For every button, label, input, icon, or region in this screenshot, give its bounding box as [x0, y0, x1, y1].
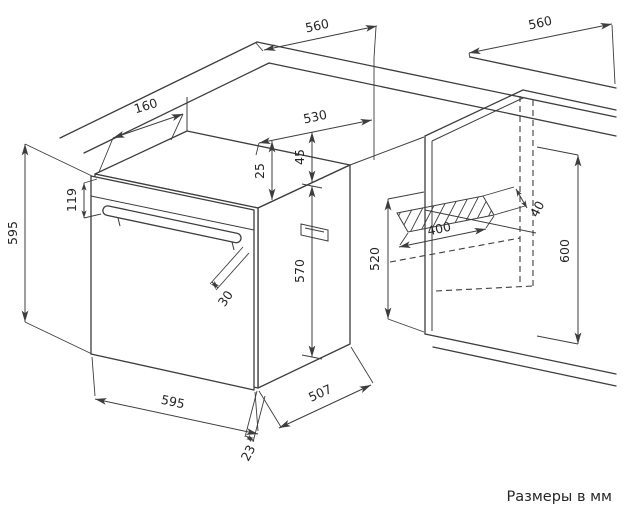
dim-door-offset-23: 23 — [238, 390, 266, 463]
dim-ext-line — [255, 142, 260, 156]
handle-bar — [102, 205, 242, 244]
dim-line — [398, 228, 487, 248]
dim-ext-line — [350, 346, 374, 384]
dim-label-560-top-left: 560 — [304, 16, 331, 36]
dim-label-25: 25 — [252, 163, 267, 179]
dim-ext-line — [91, 356, 96, 397]
dim-clearance-45: 45 — [292, 132, 316, 182]
dim-label-570: 570 — [292, 259, 307, 283]
dim-ext-line — [244, 390, 258, 438]
dim-ext-line — [387, 191, 425, 200]
dim-vent-depth-40: 40 — [482, 186, 548, 219]
dim-label-119: 119 — [64, 188, 79, 212]
wall-edge-line — [59, 41, 258, 139]
dim-ext-line — [468, 52, 471, 59]
counter-to-cabinet-edge — [349, 136, 425, 166]
handle-standoff — [231, 241, 235, 251]
cabinet-top-left-edge — [424, 89, 524, 137]
units-caption: Размеры в мм — [507, 489, 613, 505]
oven — [90, 130, 351, 391]
dim-line — [278, 384, 372, 429]
cabinet-top-edge — [522, 89, 617, 111]
dim-ext-line — [24, 143, 93, 177]
handle-standoff — [117, 217, 121, 227]
dim-ext-line — [98, 137, 114, 173]
dim-label-530: 530 — [302, 107, 329, 127]
dim-ext-line — [24, 321, 93, 355]
dim-label-45: 45 — [292, 149, 307, 165]
dim-counter-depth-560: 560 — [255, 16, 378, 59]
dim-clearance-25: 25 — [252, 141, 276, 200]
dim-handle-depth-30: 30 — [209, 246, 250, 310]
niche-hidden-edges — [389, 96, 534, 292]
dim-line — [245, 434, 255, 443]
niche-floor-edge — [424, 209, 537, 234]
dimensions: 560 560 160 530 25 45 — [5, 13, 616, 463]
dim-niche-front-520: 520 — [367, 191, 425, 333]
counter-back-edge-line — [268, 62, 617, 137]
oven-handle — [102, 205, 242, 251]
dim-label-507: 507 — [306, 381, 334, 405]
dim-label-560-top-right: 560 — [527, 13, 554, 33]
dim-line — [210, 280, 220, 290]
cabinet — [349, 56, 617, 387]
dim-ext-line — [255, 42, 264, 52]
dim-label-595-bottom: 595 — [160, 392, 186, 412]
dim-line — [112, 113, 184, 139]
dim-counter-width-560: 560 — [468, 13, 616, 85]
dim-label-160: 160 — [132, 95, 159, 116]
dim-vent-width-400: 400 — [398, 215, 495, 248]
dim-oven-height-595: 595 — [5, 143, 93, 355]
dim-label-520: 520 — [367, 247, 382, 271]
dim-ext-line — [215, 252, 250, 291]
dim-niche-height-600: 600 — [536, 146, 582, 345]
dim-ext-line — [399, 232, 409, 246]
dim-ext-line — [485, 215, 495, 229]
dim-top-inset-160: 160 — [98, 95, 184, 173]
cabinet-bottom-edge — [424, 333, 617, 375]
counter-front-edge — [469, 56, 617, 89]
dim-label-30: 30 — [215, 288, 236, 310]
dim-front-height-570: 570 — [292, 183, 323, 360]
dim-ext-line — [611, 24, 616, 85]
hidden-edge-line — [389, 237, 521, 263]
dim-ext-line — [536, 146, 579, 156]
side-bracket-outline — [300, 223, 329, 242]
niche-inner-top-edge — [431, 97, 524, 142]
wall-edge-line — [83, 62, 270, 154]
dim-ext-line — [83, 178, 98, 184]
dim-ext-line — [252, 395, 266, 443]
dim-ext-line — [536, 335, 579, 345]
dim-label-595-left: 595 — [5, 221, 20, 245]
hidden-edge-line — [435, 285, 534, 292]
control-panel-line — [90, 195, 255, 231]
dim-line — [515, 188, 528, 209]
wall-counter-lines — [59, 41, 617, 160]
dim-line — [258, 118, 373, 145]
dim-ext-line — [209, 246, 244, 285]
dim-label-400: 400 — [426, 219, 453, 239]
dim-ext-line — [387, 318, 425, 333]
dim-line — [263, 25, 378, 51]
dim-handle-offset-119: 119 — [64, 178, 102, 219]
dim-label-600: 600 — [557, 239, 572, 263]
plinth-line — [432, 346, 617, 387]
counter-back-edge-line — [256, 41, 617, 118]
dim-line — [468, 22, 613, 55]
dim-ext-line — [83, 213, 102, 219]
dim-label-23: 23 — [238, 442, 259, 463]
dim-ext-line — [482, 186, 515, 197]
dim-overall-depth-530: 530 — [255, 107, 373, 156]
dim-line — [94, 398, 259, 435]
dim-label-40: 40 — [527, 198, 548, 219]
dim-ext-line — [373, 26, 377, 59]
dim-ext-line — [258, 390, 282, 428]
